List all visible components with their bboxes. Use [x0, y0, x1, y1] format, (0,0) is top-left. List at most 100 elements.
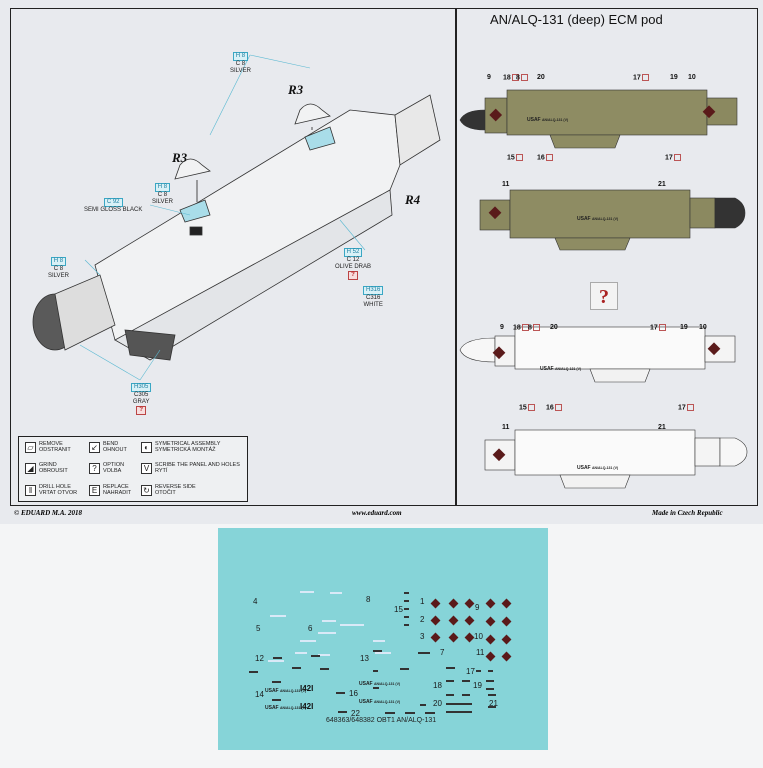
decal-number-8: 8	[366, 595, 371, 604]
reverse-icon: ↻	[141, 484, 152, 496]
decal-ref-15: 15	[507, 154, 523, 161]
decal-ref-8: 8	[516, 74, 528, 81]
decal-ref-21: 21	[658, 181, 666, 188]
decal-tail-number: I42I	[300, 702, 314, 711]
decal-number-21: 21	[489, 699, 498, 708]
decal-black-stencil	[405, 712, 415, 714]
decal-white-stencil	[340, 624, 364, 626]
decal-white-stencil	[330, 592, 342, 594]
r3-part-right	[294, 103, 331, 125]
black-part	[189, 226, 203, 236]
sheet-frame	[10, 8, 758, 506]
decal-black-stencil	[486, 688, 494, 690]
pod-stencil: USAF AN/ALQ-131 (V)	[577, 465, 619, 471]
decal-number-22: 22	[351, 709, 360, 718]
decal-ref-9: 9	[487, 74, 491, 81]
decal-black-stencil	[404, 608, 409, 610]
decal-ref-9: 9	[500, 324, 504, 331]
silver-mount-aft	[304, 126, 336, 151]
decal-number-5: 5	[256, 624, 261, 633]
decal-black-stencil	[373, 687, 379, 689]
decal-ref-19: 19	[680, 324, 688, 331]
decal-ref-16: 16	[537, 154, 553, 161]
pod-gray-fairing	[124, 329, 176, 361]
paint-code-c: C 8	[235, 61, 246, 67]
decal-usaf-stencil: USAF AN/ALQ-131 (V)	[265, 688, 307, 694]
decal-black-stencil	[272, 699, 281, 701]
made-in: Made in Czech Republic	[652, 509, 723, 517]
decal-number-9: 9	[475, 603, 480, 612]
grind-icon: ◢	[25, 462, 36, 474]
decal-number-4: 4	[253, 597, 258, 606]
decal-ref-18: 18	[513, 324, 529, 331]
decal-black-stencil	[418, 652, 430, 654]
bend-icon: ↙	[89, 441, 100, 453]
paint-code-c: C 12	[346, 257, 360, 263]
decal-black-stencil	[404, 600, 409, 602]
part-label-r3: R3	[288, 82, 304, 97]
paint-code-c: C 92	[103, 198, 123, 207]
decal-number-12: 12	[255, 654, 264, 663]
decal-black-stencil	[385, 712, 395, 714]
decal-ref-16: 16	[546, 404, 562, 411]
decal-usaf-stencil: USAF AN/ALQ-131 (V)	[359, 681, 401, 687]
decal-number-18: 18	[433, 681, 442, 690]
sheet-footer: © EDUARD M.A. 2018 www.eduard.com Made i…	[10, 508, 758, 520]
pod-isometric-drawing	[32, 54, 441, 381]
decal-ref-20: 20	[550, 324, 558, 331]
decal-black-stencil	[488, 706, 496, 708]
paint-code-c: C 8	[53, 266, 64, 272]
paint-code-h: H 8	[232, 52, 249, 61]
decal-number-6: 6	[308, 624, 313, 633]
decal-black-stencil	[336, 692, 345, 694]
replace-icon: E	[89, 484, 100, 496]
paint-code-h: H 8	[50, 257, 67, 266]
decal-number-16: 16	[349, 689, 358, 698]
decal-ref-17: 17	[650, 324, 666, 331]
page-title: AN/ALQ-131 (deep) ECM pod	[490, 12, 663, 27]
decal-black-stencil	[420, 704, 426, 706]
decal-sheet-code: 648363/648382 OBT1 AN/ALQ-131	[326, 717, 437, 724]
pod-nose-ring	[54, 274, 116, 351]
part-label-r3: R3	[172, 150, 188, 165]
option-icon: ?	[89, 462, 100, 474]
decal-white-stencil	[300, 640, 316, 642]
decal-black-stencil	[488, 694, 496, 696]
decal-white-stencil	[270, 615, 286, 617]
decal-number-10: 10	[474, 632, 483, 641]
decal-black-stencil	[404, 616, 409, 618]
decal-number-14: 14	[255, 690, 264, 699]
pod-stencil: USAF AN/ALQ-131 (V)	[527, 117, 569, 123]
decal-number-17: 17	[466, 667, 475, 676]
decal-black-stencil	[462, 680, 470, 682]
decal-ref-10: 10	[699, 324, 707, 331]
paint-name: SILVER	[152, 199, 173, 205]
part-label-r4: R4	[405, 192, 421, 207]
decal-ref-11: 11	[502, 424, 510, 431]
paint-name: SEMI GLOSS BLACK	[84, 207, 143, 213]
decal-usaf-stencil: USAF AN/ALQ-131 (V)	[359, 699, 401, 705]
decal-ref-17: 17	[633, 74, 649, 81]
decal-ref-18: 18	[503, 74, 519, 81]
decal-black-stencil	[272, 681, 281, 683]
paint-name: GRAY	[132, 399, 150, 405]
profile-views	[459, 89, 748, 489]
decal-ref-10: 10	[688, 74, 696, 81]
decal-number-1: 1	[420, 597, 425, 606]
symmetrical-icon: ◐	[141, 441, 152, 453]
paint-code-h: H 8	[154, 183, 171, 192]
decal-ref-8: 8	[528, 324, 540, 331]
paint-name: SILVER	[48, 273, 69, 279]
decal-black-stencil	[446, 667, 455, 669]
decal-black-stencil	[338, 711, 347, 713]
